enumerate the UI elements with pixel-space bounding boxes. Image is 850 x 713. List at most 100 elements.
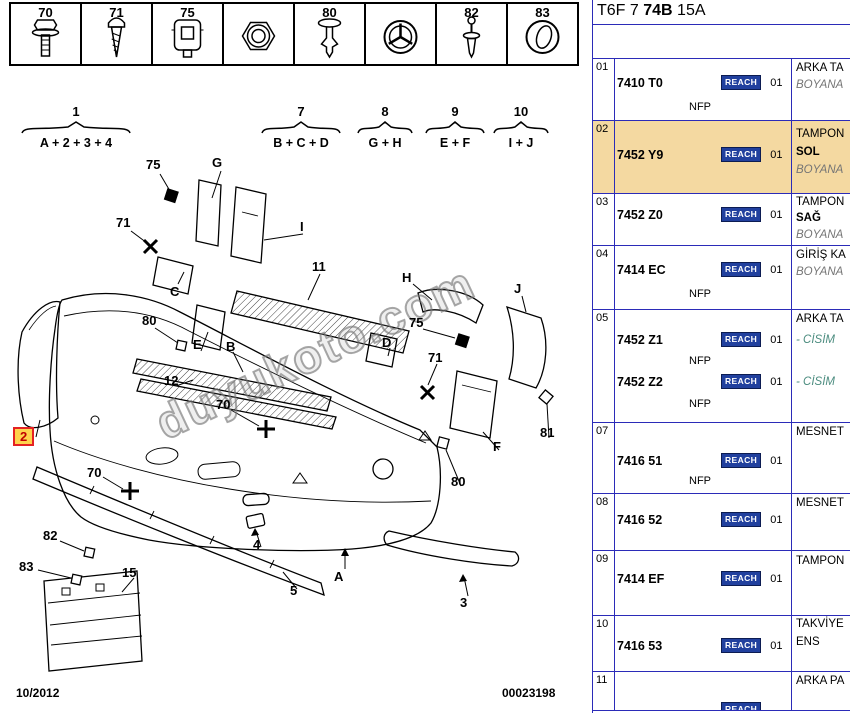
reach-badge[interactable]: REACH <box>721 702 762 710</box>
diagram-callout[interactable]: J <box>514 281 522 296</box>
description-cell: TAMPON SAĞ BOYANA <box>791 194 850 245</box>
group-formula: I + J <box>508 136 534 150</box>
table-row[interactable]: 04 7414 EC REACH 01 NFP GİRİŞ KA BOYANA <box>593 246 850 310</box>
diagram-callout[interactable]: D <box>382 335 392 350</box>
reach-badge[interactable]: REACH <box>721 374 762 389</box>
diagram-callout[interactable]: G <box>212 155 223 170</box>
part-entry: 7452 Z2 REACH 01 <box>617 374 782 389</box>
group-number: 9 <box>451 104 459 119</box>
reach-badge[interactable]: REACH <box>721 571 762 586</box>
table-row[interactable]: 08 7416 52 REACH 01 MESNET <box>593 494 850 551</box>
nfp-label: NFP <box>689 475 711 487</box>
table-row[interactable]: 03 7452 Z0 REACH 01 TAMPON SAĞ BOYANA <box>593 194 850 246</box>
fastener-number: 75 <box>180 5 195 20</box>
blind-rivet-icon <box>462 16 481 59</box>
diagram-callout[interactable]: E <box>193 337 202 352</box>
description-cell: ARKA TA - CİSİM - CİSİM <box>791 310 850 422</box>
description-line: BOYANA <box>796 79 844 91</box>
quantity: 01 <box>770 76 783 89</box>
diagram-callout[interactable]: 70 <box>87 465 102 480</box>
reach-badge[interactable]: REACH <box>721 262 762 277</box>
table-row[interactable]: 05 7452 Z1 REACH 01 NFP 7452 Z2 REACH 01… <box>593 310 850 423</box>
diagram-callout[interactable]: 80 <box>451 474 466 489</box>
diagram-callout[interactable]: 70 <box>216 397 231 412</box>
reach-badge[interactable]: REACH <box>721 147 762 162</box>
reach-badge[interactable]: REACH <box>721 453 762 468</box>
diagram-callout[interactable]: 82 <box>43 528 58 543</box>
bracket-d <box>365 332 398 368</box>
diagram-callout[interactable]: 15 <box>122 565 137 580</box>
bracket-c <box>152 256 194 295</box>
part-number: 7452 Z2 <box>617 374 663 389</box>
description-cell: ARKA TA BOYANA <box>791 59 850 120</box>
diagram-callout[interactable]: 4 <box>253 537 261 552</box>
reach-badge[interactable]: REACH <box>721 332 762 347</box>
tapping-screw-icon <box>107 17 126 58</box>
bracket-g <box>195 179 222 247</box>
diagram-callout[interactable]: 75 <box>409 315 424 330</box>
diagram-doc-number: 00023198 <box>502 686 556 700</box>
group-braces <box>21 121 549 134</box>
quantity: 01 <box>770 454 783 467</box>
code-prefix: T6F 7 <box>597 2 644 19</box>
group-number: 10 <box>513 104 529 119</box>
bracket-i <box>230 186 267 264</box>
group-number: 8 <box>381 104 389 119</box>
reach-badge[interactable]: REACH <box>721 75 762 90</box>
table-row[interactable]: 10 7416 53 REACH 01 TAKVİYE ENS <box>593 616 850 672</box>
diagram-callout[interactable]: 71 <box>116 215 131 230</box>
part-a-bumper <box>48 292 441 552</box>
part-entry: 7452 Y9 REACH 01 <box>617 147 782 162</box>
reach-badge[interactable]: REACH <box>721 512 762 527</box>
description-cell: ARKA PA <box>791 672 850 710</box>
nfp-label: NFP <box>689 288 711 300</box>
description-line: - CİSİM <box>796 376 835 388</box>
diagram-callout[interactable]: 71 <box>428 350 443 365</box>
table-row-selected[interactable]: 02 7452 Y9 REACH 01 TAMPON SOL BOYANA <box>593 121 850 194</box>
description-cell: TAKVİYE ENS <box>791 616 850 671</box>
expansion-rivet-icon <box>317 18 342 59</box>
row-index: 07 <box>593 423 615 493</box>
diagram-callout[interactable]: F <box>493 439 501 454</box>
diagram-callout[interactable]: I <box>300 219 304 234</box>
diagram-callout[interactable]: C <box>170 284 180 299</box>
part-number: 7414 EF <box>617 571 665 586</box>
diagram-callout[interactable]: H <box>402 270 412 285</box>
quantity: 01 <box>770 333 783 346</box>
row-index: 05 <box>593 310 615 422</box>
group-formula: G + H <box>368 136 402 150</box>
part-entry: 7452 Z0 REACH 01 <box>617 207 782 222</box>
description-line: TAKVİYE <box>796 618 844 630</box>
reach-badge[interactable]: REACH <box>721 638 762 653</box>
table-row[interactable]: 09 7414 EF REACH 01 TAMPON <box>593 551 850 616</box>
fastener-number: 83 <box>535 5 550 20</box>
table-row[interactable]: 07 7416 51 REACH 01 NFP MESNET <box>593 423 850 494</box>
diagram-callout[interactable]: 11 <box>312 259 326 274</box>
diagram-callout[interactable]: A <box>334 569 344 584</box>
diagram-callout[interactable]: 81 <box>540 425 555 440</box>
table-row[interactable]: 11 REACH ARKA PA <box>593 672 850 711</box>
table-row[interactable]: 01 7410 T0 REACH 01 NFP ARKA TA BOYANA <box>593 59 850 121</box>
group-number: 7 <box>297 104 305 119</box>
diagram-callout[interactable]: 12 <box>164 373 179 388</box>
fastener-number: 71 <box>109 5 124 20</box>
description-line: SOL <box>796 146 820 158</box>
diagram-callout[interactable]: B <box>226 339 236 354</box>
diagram-callout[interactable]: 83 <box>19 559 34 574</box>
diagram-callout[interactable]: 5 <box>290 583 298 598</box>
diagram-callout-selected[interactable]: 2 <box>13 427 35 446</box>
nfp-label: NFP <box>689 398 711 410</box>
quantity: 01 <box>770 572 783 585</box>
diagram-callout[interactable]: 3 <box>460 595 468 610</box>
code-bold: 74B <box>643 2 673 19</box>
quantity: 01 <box>770 513 783 526</box>
part-2-side-flap <box>17 300 61 429</box>
grille-strip-b <box>136 378 337 430</box>
part-entry: 7416 51 REACH 01 <box>617 453 782 468</box>
reach-badge[interactable]: REACH <box>721 207 762 222</box>
parts-table-panel: T6F 7 74B 15A 01 7410 T0 REACH 01 NFP AR… <box>592 0 850 713</box>
fastener-number: 82 <box>464 5 479 20</box>
diagram-callout[interactable]: 75 <box>146 157 161 172</box>
diagram-callout[interactable]: 80 <box>142 313 157 328</box>
row-index: 11 <box>593 672 615 710</box>
